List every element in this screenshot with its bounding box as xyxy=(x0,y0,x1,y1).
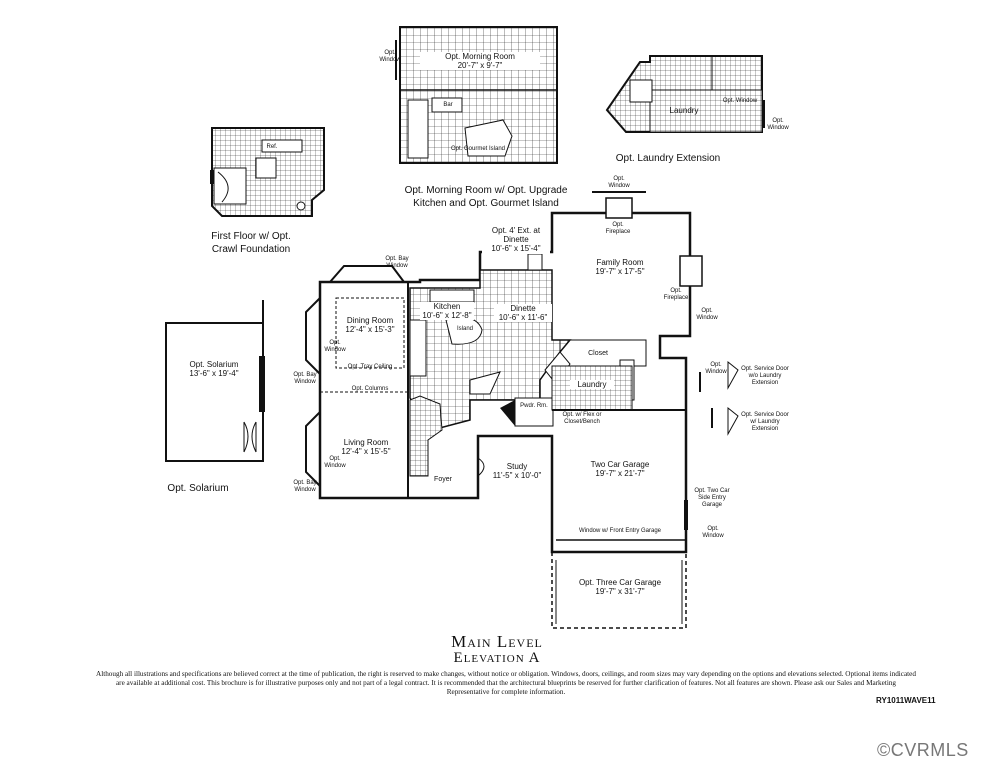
laundry-extension-window-label: Opt. Window xyxy=(767,118,789,131)
family-room-label: Family Room 19'-7" x 17'-5" xyxy=(595,258,645,277)
bay-window-top-label: Opt. Bay Window xyxy=(385,256,409,269)
kitchen-label: Kitchen 10'-6" x 12'-8" xyxy=(420,302,474,321)
service-door-1-label: Opt. Service Door w/o Laundry Extension xyxy=(741,366,789,386)
opt-window-living-label: Opt. Window xyxy=(324,456,346,469)
bay-window-left1-label: Opt. Bay Window xyxy=(293,372,317,385)
morning-room-caption: Opt. Morning Room w/ Opt. Upgrade Kitche… xyxy=(404,185,568,209)
disclaimer-text: Although all illustrations and specifica… xyxy=(96,670,916,696)
living-room-label: Living Room 12'-4" x 15'-5" xyxy=(341,438,391,457)
morning-bar-label: Bar xyxy=(443,102,453,108)
fireplace-top-window-label: Opt. Window xyxy=(608,176,630,189)
closet-label: Closet xyxy=(588,350,608,357)
watermark: ©CVRMLS xyxy=(877,740,969,760)
service-window-label: Opt. Window xyxy=(705,362,727,375)
opt-window-dining-label: Opt. Window xyxy=(324,340,346,353)
three-car-garage-label: Opt. Three Car Garage 19'-7" x 31'-7" xyxy=(578,578,662,597)
dinette-extension-label: Opt. 4' Ext. at Dinette 10'-6" x 15'-4" xyxy=(482,226,550,254)
columns-label: Opt. Columns xyxy=(351,386,389,392)
dinette-label: Dinette 10'-6" x 11'-6" xyxy=(494,304,552,323)
flex-closet-label: Opt. w/ Flex or Closet/Bench xyxy=(562,412,602,425)
family-window-label: Opt. Window xyxy=(696,308,718,321)
crawl-foundation-inset xyxy=(210,127,325,217)
laundry-extension-inset xyxy=(605,55,765,133)
plan-code: RY1011WAVE11 xyxy=(876,696,936,705)
morning-room-window-label: Opt. Window xyxy=(379,50,401,63)
morning-room-label: Opt. Morning Room 20'-7" x 9'-7" xyxy=(420,52,540,71)
garage-window-front-label: Window w/ Front Entry Garage xyxy=(578,528,662,534)
crawl-foundation-caption: First Floor w/ Opt. Crawl Foundation xyxy=(211,231,291,255)
study-label: Study 11'-5" x 10'-0" xyxy=(492,462,542,481)
solarium-label: Opt. Solarium 13'-6" x 19'-4" xyxy=(189,360,239,379)
plan-subtitle: Elevation A xyxy=(453,650,541,666)
garage-label: Two Car Garage 19'-7" x 21'-7" xyxy=(590,460,650,479)
side-entry-garage-label: Opt. Two Car Side Entry Garage xyxy=(694,488,730,508)
solarium-caption: Opt. Solarium xyxy=(167,483,229,494)
morning-room-inset xyxy=(395,26,558,164)
crawl-ref-label: Ref. xyxy=(266,144,278,150)
bay-window-left2-label: Opt. Bay Window xyxy=(293,480,317,493)
main-plan xyxy=(305,191,739,629)
foyer-label: Foyer xyxy=(434,476,452,483)
fireplace-right-label: Opt. Fireplace xyxy=(663,288,689,301)
gourmet-island-label: Opt. Gourmet Island xyxy=(450,146,506,152)
garage-window-right-label: Opt. Window xyxy=(702,526,724,539)
laundry-extension-side-window-label: Opt. Window xyxy=(722,98,758,104)
tray-ceiling-label: Opt. Tray Ceiling xyxy=(347,364,393,370)
island-label: Island xyxy=(456,326,473,332)
solarium-room xyxy=(165,300,265,462)
laundry-extension-caption: Opt. Laundry Extension xyxy=(615,153,721,164)
fireplace-top-label: Opt. Fireplace xyxy=(605,222,631,235)
powder-room-label: Pwdr. Rm. xyxy=(520,403,548,409)
service-door-2-label: Opt. Service Door w/ Laundry Extension xyxy=(741,412,789,432)
dining-room-label: Dining Room 12'-4" x 15'-3" xyxy=(345,316,395,335)
plan-title: Main Level xyxy=(451,632,543,651)
laundry-extension-room-label: Laundry xyxy=(669,106,699,115)
laundry-label: Laundry xyxy=(570,380,614,390)
